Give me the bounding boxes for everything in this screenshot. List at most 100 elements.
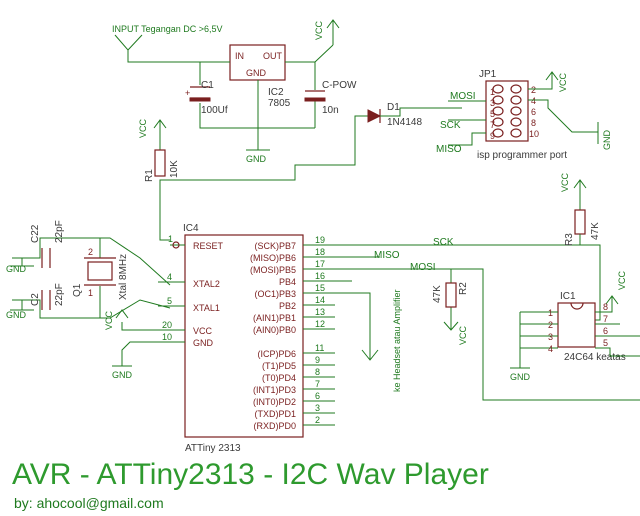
isp-pin: [510, 95, 522, 105]
crystal-body: [87, 261, 113, 281]
isp-mosi-label: MOSI: [450, 91, 476, 102]
pin-num: 19: [315, 235, 325, 245]
r1-value: 10K: [169, 160, 180, 178]
vcc-label-r3: VCC: [560, 172, 570, 192]
vcc-arrow-isp: [545, 71, 559, 81]
isp-pin: [492, 95, 504, 105]
eeprom-pin-num: 3: [548, 332, 553, 342]
vcc-label-r2: VCC: [458, 325, 468, 345]
pin-label-gnd: GND: [193, 338, 214, 348]
crystal-pin1: 1: [88, 288, 93, 298]
pin-label: (MOSI)PB5: [250, 265, 296, 275]
c1-plus: +: [185, 88, 190, 98]
r2-group: 47K R2 VCC: [432, 269, 469, 345]
pin-label: (TXD)PD1: [254, 409, 296, 419]
pin-num-xtal2: 4: [167, 272, 172, 282]
c2-name: C2: [30, 293, 41, 306]
r1-body: [154, 149, 166, 177]
net-sck-label: SCK: [433, 237, 454, 248]
attiny-right-numbers: 19 18 17 16 15 14 13 12 11 9 8 7 6 3 2: [315, 235, 325, 425]
power-supply-section: INPUT Tegangan DC >6,5V IN OUT GND IC2 7…: [112, 19, 357, 164]
amp-label: ke Headset atau Amplifier: [392, 289, 402, 392]
eeprom-part: 24C64 keatas: [564, 352, 626, 363]
cpow-value: 10n: [322, 105, 339, 116]
isp-header-body: [485, 80, 529, 142]
isp-pin: [492, 117, 504, 127]
pin-label: (T0)PD4: [262, 373, 296, 383]
eeprom-pin-num: 6: [603, 326, 608, 336]
attiny-name: IC4: [183, 223, 199, 234]
gnd-label-1: GND: [246, 154, 267, 164]
pin-label: (ICP)PD6: [257, 349, 296, 359]
vcc-label-r1: VCC: [138, 118, 148, 138]
regulator-out-label: OUT: [263, 51, 283, 61]
r2-value: 47K: [432, 285, 443, 303]
wire-gnd-rail: [199, 103, 315, 129]
vcc-arrow-r1: [153, 119, 167, 150]
gnd-label-c22: GND: [6, 264, 27, 274]
isp-pin-num: 10: [529, 129, 539, 139]
net-sck-wire: [335, 244, 601, 321]
eeprom-pin-num: 1: [548, 308, 553, 318]
isp-pin-num: 3: [490, 98, 495, 108]
pin-label: (INT0)PD2: [253, 397, 296, 407]
page-title: AVR - ATTiny2313 - I2C Wav Player: [12, 458, 489, 491]
pin-label-xtal2: XTAL2: [193, 279, 220, 289]
input-label: INPUT Tegangan DC >6,5V: [112, 24, 222, 34]
pin-num: 6: [315, 391, 320, 401]
isp-pin-num: 6: [531, 107, 536, 117]
r1-group: VCC R1 10K: [138, 118, 180, 182]
pin-num: 18: [315, 247, 325, 257]
diode-value: 1N4148: [387, 117, 422, 128]
pin-num: 9: [315, 355, 320, 365]
eeprom-left-wires: [510, 311, 558, 369]
c22-value: 22pF: [54, 220, 65, 243]
attiny-right-labels: (SCK)PB7 (MISO)PB6 (MOSI)PB5 PB4 (OC1)PB…: [250, 241, 296, 431]
pin-num-xtal1: 5: [167, 296, 172, 306]
eeprom-chip: IC1 24C64 keatas GND VCC 1 2 3 4 8 7 6 5: [510, 270, 640, 382]
pin-num: 2: [315, 415, 320, 425]
c22-symbol: [41, 248, 51, 268]
gnd-label-c2: GND: [6, 310, 27, 320]
isp-sck-label: SCK: [440, 120, 461, 131]
net-miso-label: MISO: [374, 250, 400, 261]
r3-body: [574, 209, 586, 235]
isp-pins: [492, 84, 522, 138]
pin-num-vcc: 20: [162, 320, 172, 330]
wire-xtal1: [12, 299, 171, 319]
pin-num: 8: [315, 367, 320, 377]
eeprom-notch: [570, 302, 584, 310]
r3-value: 47K: [590, 222, 601, 240]
crystal-section: GND GND C22 22pF C2 22pF 2 1 Q1 Xtal 8MH…: [6, 220, 171, 320]
pin-label: (INT1)PD3: [253, 385, 296, 395]
regulator-name: IC2: [268, 87, 284, 98]
pin-num: 14: [315, 295, 325, 305]
isp-signal-wires: [448, 100, 486, 146]
r1-name: R1: [144, 169, 155, 182]
isp-pin-num: 8: [531, 118, 536, 128]
pin-label-xtal1: XTAL1: [193, 303, 220, 313]
eeprom-pin-num: 2: [548, 320, 553, 330]
eeprom-right-wires: [595, 295, 640, 357]
wire-diode-isp: [380, 107, 462, 117]
reset-bubble: [172, 241, 180, 249]
isp-pin: [510, 84, 522, 94]
c1-value: 100Uf: [201, 105, 228, 116]
wire-reset: [159, 115, 368, 241]
vcc-label-isp: VCC: [558, 72, 568, 92]
r2-wire: [443, 269, 459, 331]
attiny-right-stubs: [303, 244, 335, 426]
isp-power-wires: [528, 78, 598, 133]
gnd-wire-attiny: [112, 341, 158, 367]
pin-num-gnd: 10: [162, 332, 172, 342]
isp-pin-num: 1: [490, 87, 495, 97]
pin-num: 13: [315, 307, 325, 317]
pin-label: (OC1)PB3: [254, 289, 296, 299]
vcc-arrow-r3: [573, 179, 587, 210]
gnd-label-attiny: GND: [112, 370, 133, 380]
eeprom-name: IC1: [560, 291, 576, 302]
pin-label: (RXD)PD0: [253, 421, 296, 431]
crystal-value: Xtal 8MHz: [118, 254, 129, 300]
isp-header-name: JP1: [479, 69, 497, 80]
